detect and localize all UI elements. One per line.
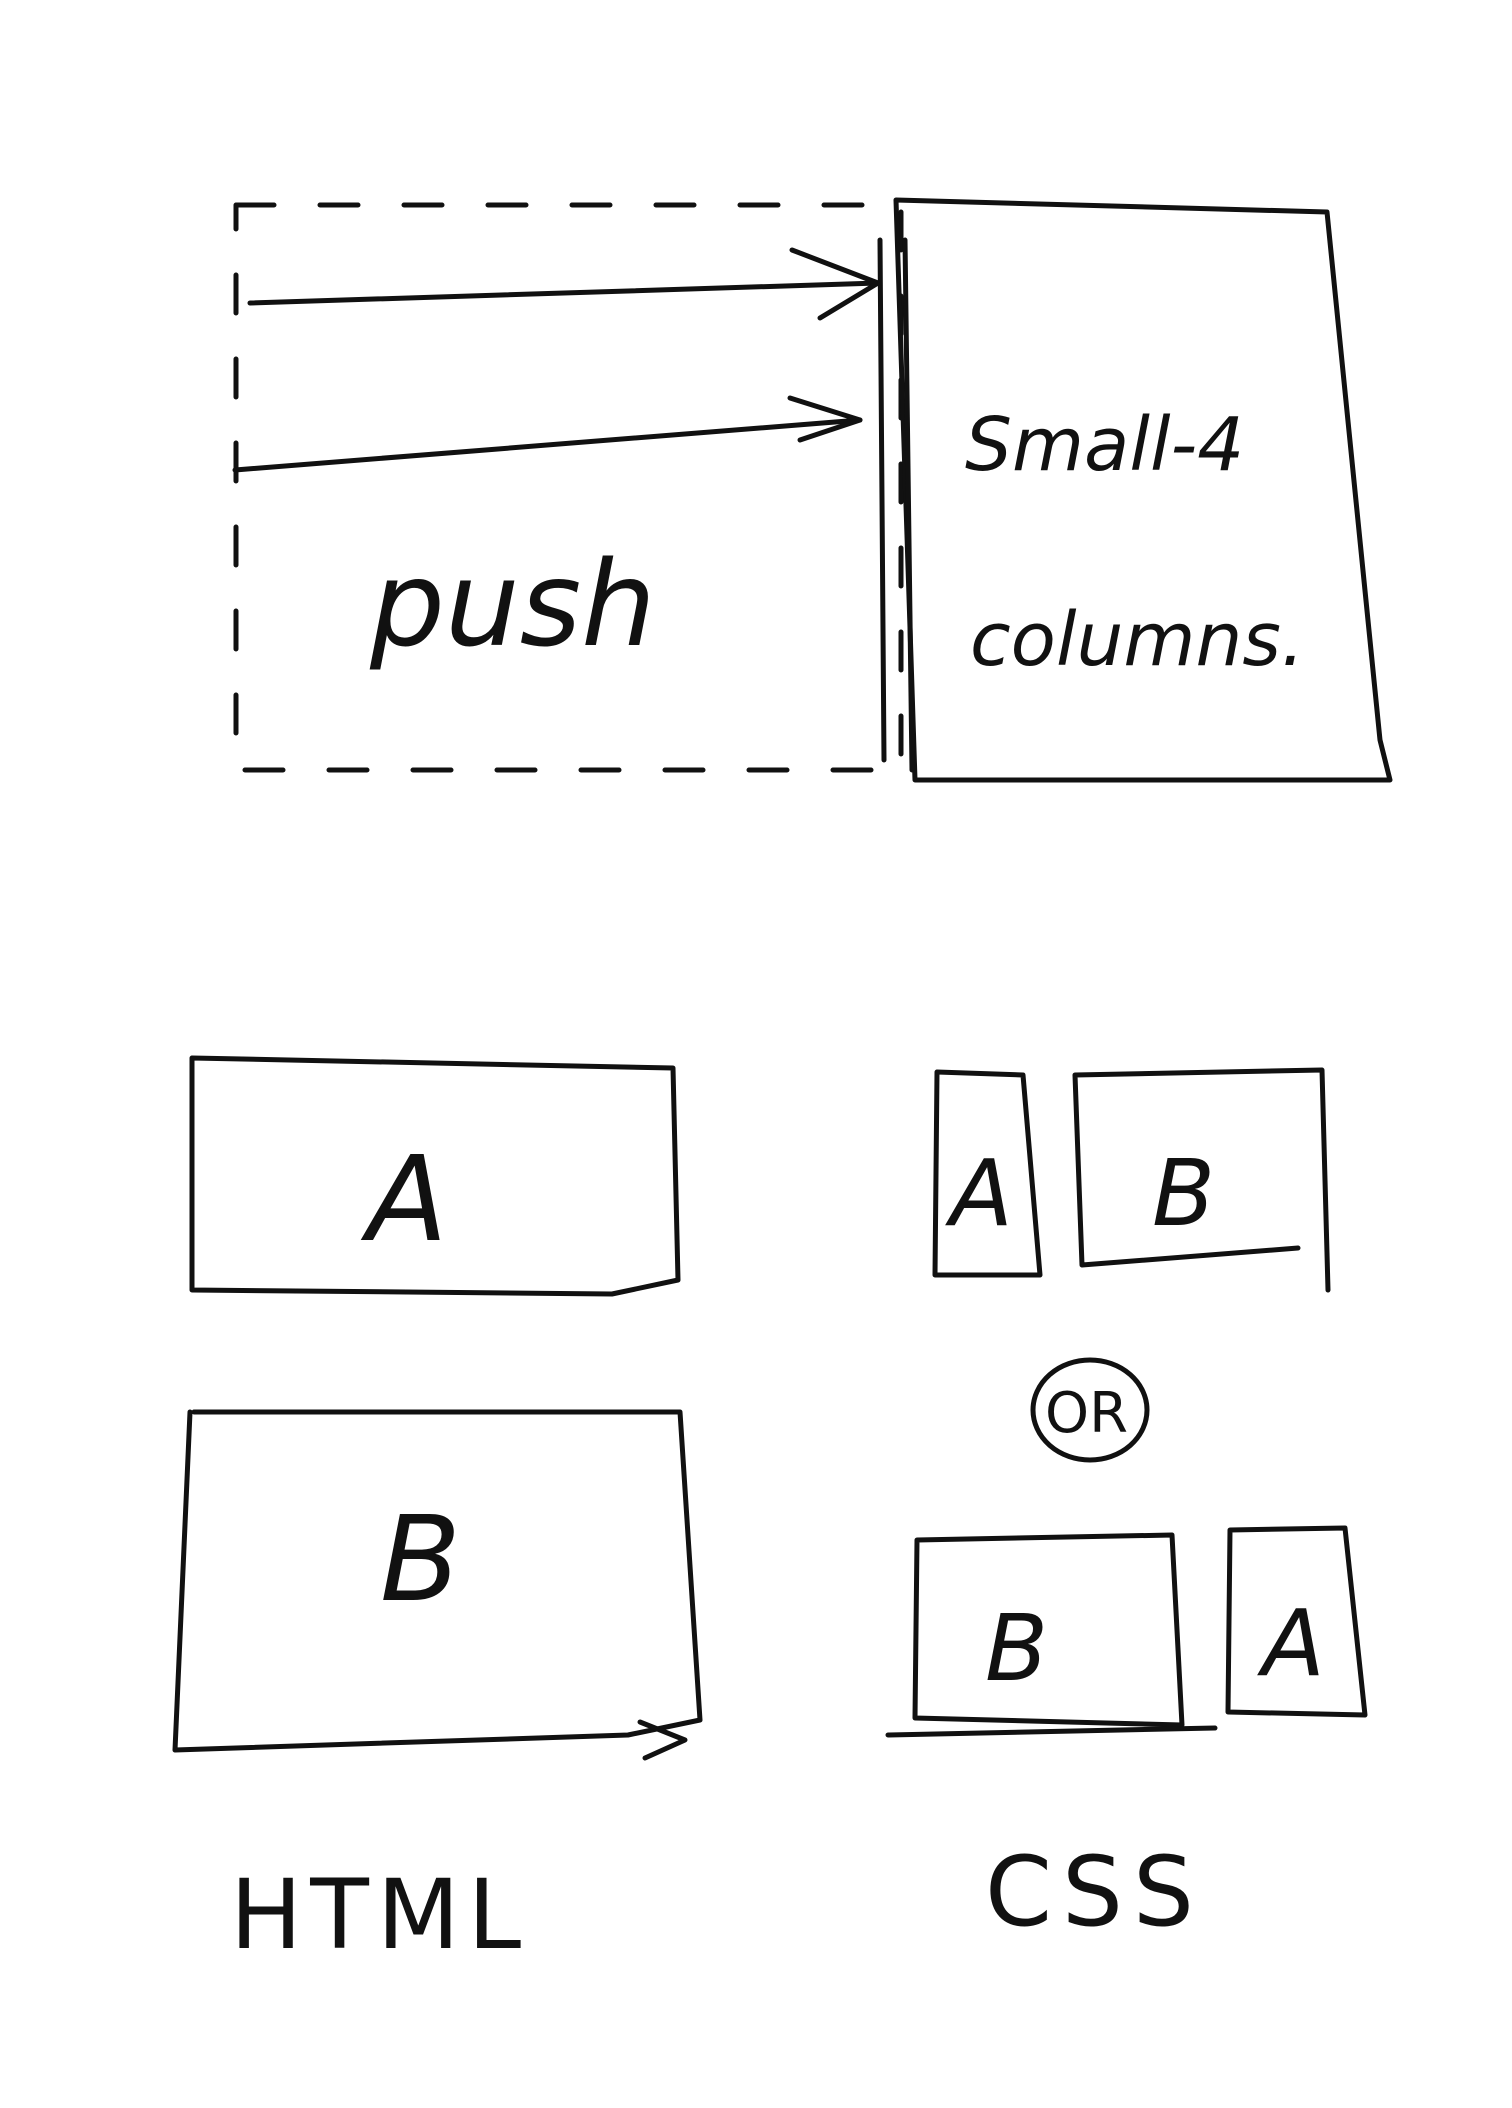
css-top-box-a-label: A	[945, 1140, 1013, 1247]
column-label-line2: columns.	[970, 597, 1304, 683]
html-order-diagram: A B HTML	[172, 1055, 703, 1971]
css-bottom-baseline	[885, 1725, 1218, 1738]
css-top-box-b: B	[1072, 1067, 1331, 1293]
push-region-dashed-box	[233, 202, 904, 773]
column-label-line1: Small-4	[965, 402, 1244, 488]
css-bottom-box-a: A	[1225, 1525, 1368, 1718]
html-caption: HTML	[230, 1859, 529, 1971]
or-label: OR	[1045, 1381, 1128, 1446]
css-caption: CSS	[985, 1836, 1204, 1948]
css-bottom-box-a-label: A	[1257, 1590, 1325, 1697]
css-bottom-box-b: B	[912, 1532, 1185, 1728]
push-label: push	[369, 535, 656, 673]
html-box-b-label: B	[380, 1490, 461, 1628]
css-bottom-box-b-label: B	[985, 1595, 1048, 1702]
or-circle: OR	[1030, 1357, 1150, 1463]
css-order-diagram: A B OR B A CSS	[885, 1067, 1368, 1948]
push-arrow-top	[247, 247, 881, 321]
push-diagram: push Small-4 columns.	[232, 197, 1393, 783]
css-top-box-a: A	[932, 1069, 1043, 1278]
html-box-a-label: A	[360, 1130, 448, 1268]
small-4-columns-box: Small-4 columns.	[877, 197, 1393, 783]
css-top-box-b-label: B	[1152, 1140, 1215, 1247]
push-arrow-middle	[232, 395, 863, 473]
html-box-b: B	[172, 1409, 703, 1761]
html-box-a: A	[189, 1055, 681, 1297]
